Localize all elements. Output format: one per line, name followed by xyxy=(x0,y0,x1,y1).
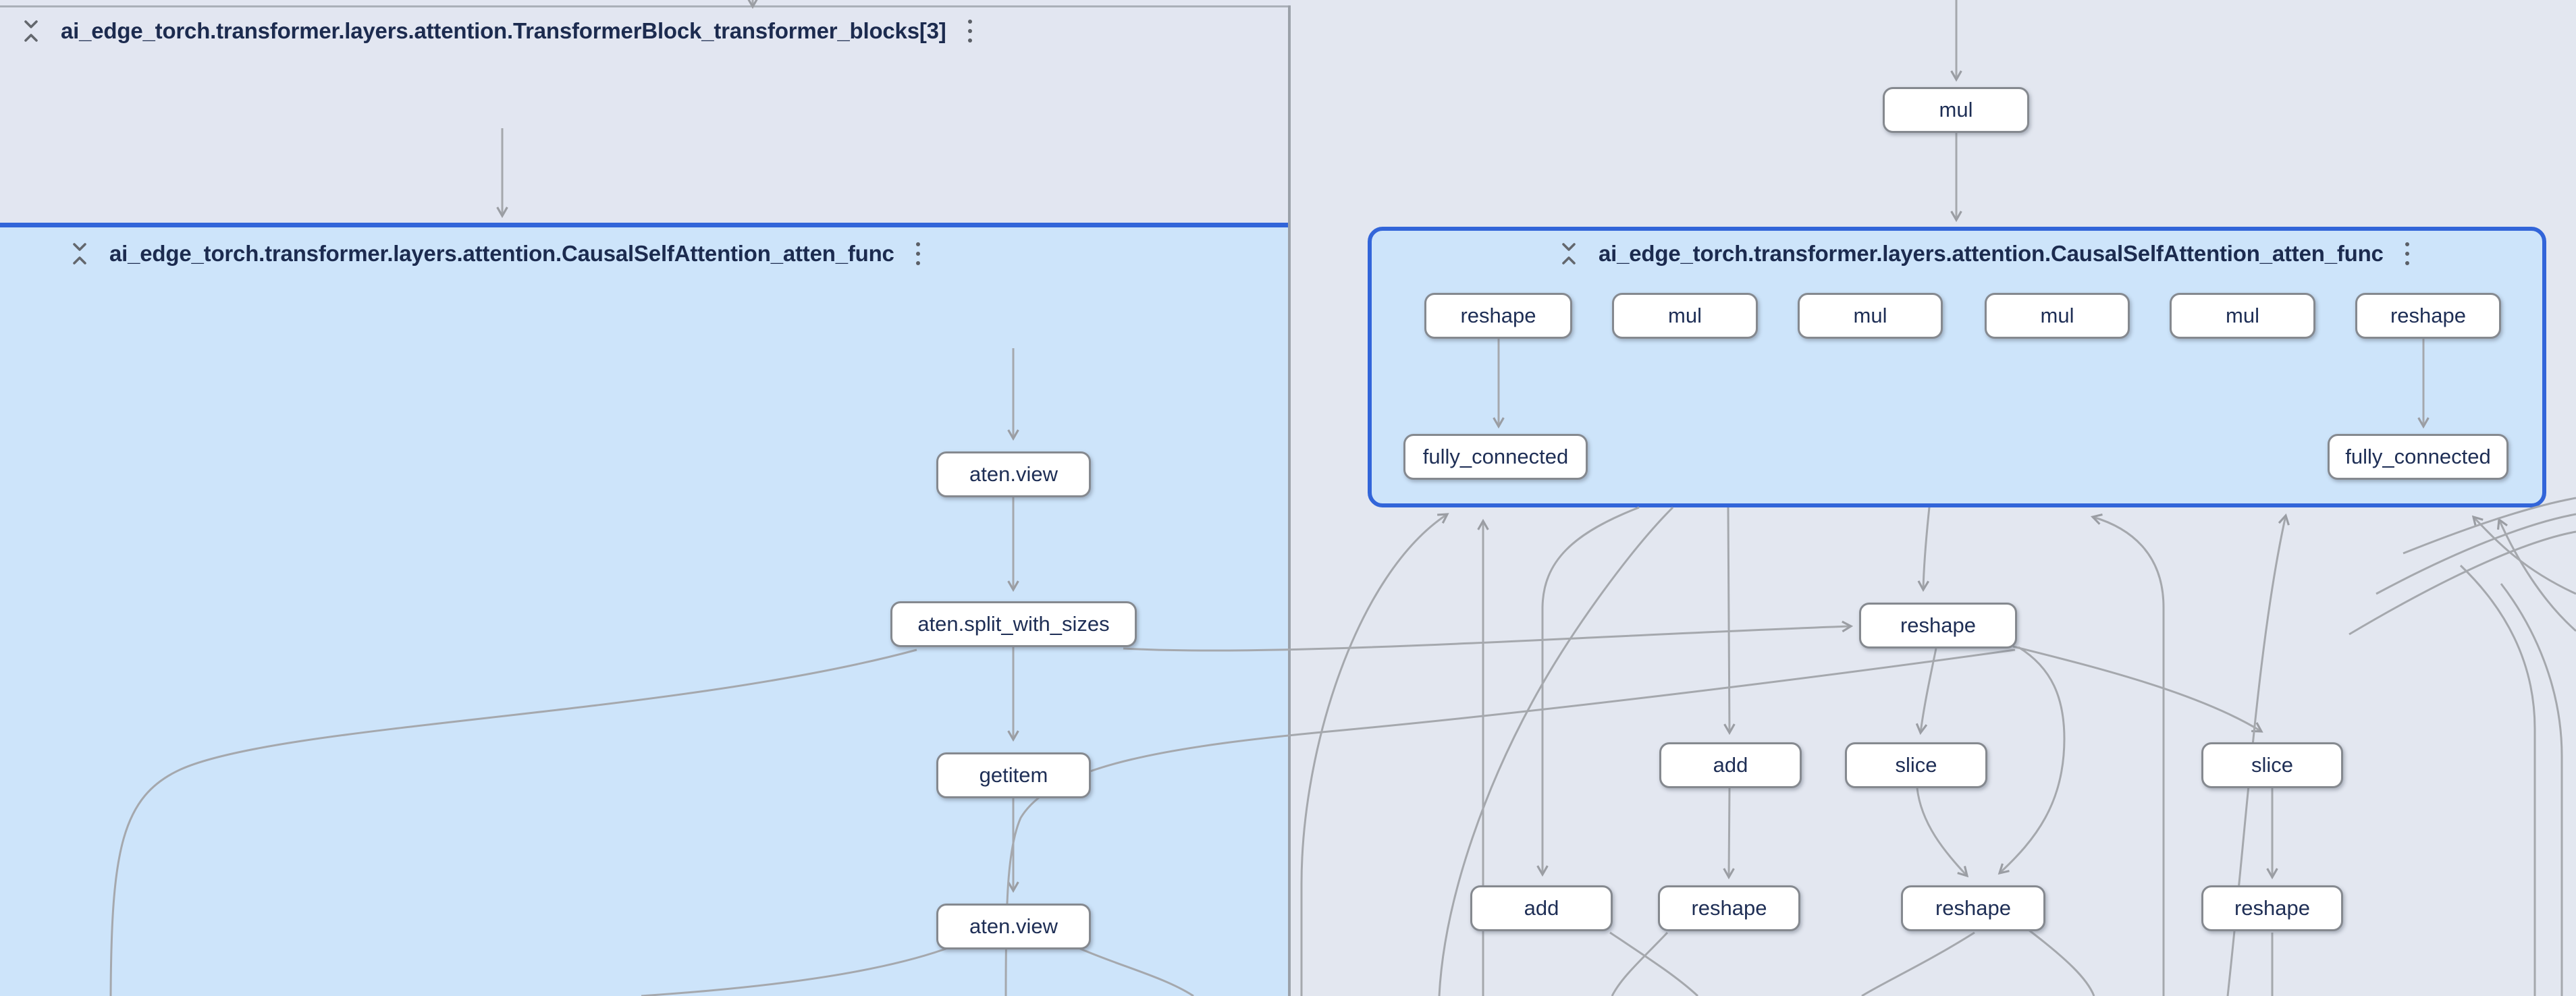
op-label: add xyxy=(1524,896,1559,920)
op-label: aten.split_with_sizes xyxy=(917,612,1109,636)
op-node-reshape-q[interactable]: reshape xyxy=(1424,293,1572,339)
unfold-less-icon[interactable] xyxy=(19,16,43,46)
causal-self-attention-right-header[interactable]: ai_edge_torch.transformer.layers.attenti… xyxy=(1557,236,2413,271)
op-label: fully_connected xyxy=(1423,445,1568,469)
kebab-menu-icon[interactable] xyxy=(964,17,976,45)
op-node-slice-2[interactable]: slice xyxy=(2201,742,2343,788)
op-node-mul-top[interactable]: mul xyxy=(1883,87,2029,133)
op-label: aten.view xyxy=(969,462,1058,487)
causal-self-attention-left-header[interactable]: ai_edge_torch.transformer.layers.attenti… xyxy=(68,236,924,271)
op-label: reshape xyxy=(1691,896,1767,920)
op-label: slice xyxy=(1895,753,1937,777)
op-node-reshape-b2[interactable]: reshape xyxy=(1901,885,2045,931)
op-node-getitem[interactable]: getitem xyxy=(936,752,1091,798)
op-node-fully-connected-1[interactable]: fully_connected xyxy=(1403,434,1588,480)
op-node-aten-split-with-sizes[interactable]: aten.split_with_sizes xyxy=(890,601,1137,647)
op-label: reshape xyxy=(2234,896,2310,920)
op-label: mul xyxy=(1668,304,1702,328)
op-node-add-bottom[interactable]: add xyxy=(1470,885,1613,931)
op-label: fully_connected xyxy=(2345,445,2490,469)
kebab-menu-icon[interactable] xyxy=(2401,240,2413,268)
op-node-mul-1[interactable]: mul xyxy=(1612,293,1758,339)
op-node-reshape-k[interactable]: reshape xyxy=(2355,293,2501,339)
group-title: ai_edge_torch.transformer.layers.attenti… xyxy=(61,18,946,44)
op-node-reshape-b3[interactable]: reshape xyxy=(2201,885,2343,931)
op-node-reshape-b1[interactable]: reshape xyxy=(1658,885,1800,931)
op-label: add xyxy=(1713,753,1748,777)
op-node-slice-1[interactable]: slice xyxy=(1845,742,1987,788)
op-label: mul xyxy=(1939,98,1973,122)
op-node-reshape-top[interactable]: reshape xyxy=(1859,603,2017,648)
op-node-mul-3[interactable]: mul xyxy=(1985,293,2130,339)
transformer-block-header[interactable]: ai_edge_torch.transformer.layers.attenti… xyxy=(19,13,976,49)
group-title: ai_edge_torch.transformer.layers.attenti… xyxy=(109,241,894,267)
op-label: reshape xyxy=(2390,304,2466,328)
op-label: getitem xyxy=(980,763,1048,787)
op-node-fully-connected-2[interactable]: fully_connected xyxy=(2328,434,2508,480)
unfold-less-icon[interactable] xyxy=(1557,239,1581,269)
op-node-aten-view-2[interactable]: aten.view xyxy=(936,904,1091,949)
group-title: ai_edge_torch.transformer.layers.attenti… xyxy=(1599,241,2384,267)
kebab-menu-icon[interactable] xyxy=(912,240,924,268)
op-label: mul xyxy=(1854,304,1887,328)
op-label: reshape xyxy=(1900,613,1976,638)
op-node-aten-view-1[interactable]: aten.view xyxy=(936,451,1091,497)
op-label: reshape xyxy=(1460,304,1536,328)
op-node-mul-2[interactable]: mul xyxy=(1798,293,1943,339)
op-label: slice xyxy=(2251,753,2293,777)
op-node-add-mid[interactable]: add xyxy=(1659,742,1802,788)
op-label: mul xyxy=(2226,304,2259,328)
op-node-mul-4[interactable]: mul xyxy=(2170,293,2315,339)
op-label: aten.view xyxy=(969,914,1058,939)
op-label: reshape xyxy=(1935,896,2011,920)
unfold-less-icon[interactable] xyxy=(68,239,92,269)
op-label: mul xyxy=(2041,304,2074,328)
